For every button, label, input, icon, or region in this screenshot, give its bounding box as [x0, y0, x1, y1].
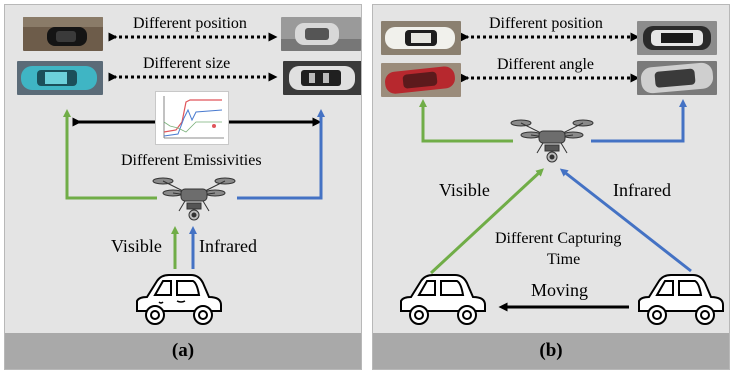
capture-time-label-line1: Different Capturing — [495, 230, 622, 247]
moving-label: Moving — [531, 280, 589, 300]
panel-b-footer: (b) — [373, 333, 729, 369]
position-label: Different position — [489, 15, 603, 32]
infrared-image-size — [283, 61, 361, 95]
visible-image-position — [23, 17, 103, 51]
visible-path-arrow — [419, 99, 513, 143]
visible-image-angle — [381, 63, 461, 97]
visible-image-size — [17, 61, 103, 95]
size-label: Different size — [143, 55, 231, 72]
infrared-path-arrow — [591, 99, 687, 143]
panel-a-caption: (a) — [171, 340, 195, 361]
capture-time-label-line2: Time — [547, 251, 581, 268]
car-icon-right — [638, 274, 724, 325]
panel-b: Different position Different angle Visib… — [372, 4, 730, 370]
drone-icon — [152, 177, 236, 221]
infrared-label: Infrared — [199, 236, 257, 256]
angle-label: Different angle — [497, 56, 594, 73]
drone-icon — [510, 119, 594, 163]
car-icon-left — [400, 274, 486, 325]
visible-label: Visible — [439, 180, 490, 200]
panel-a-footer: (a) — [5, 333, 361, 369]
infrared-image-position — [637, 21, 717, 55]
infrared-label: Infrared — [613, 180, 671, 200]
panel-a: Different position Different size Differ… — [4, 4, 362, 370]
panel-b-caption: (b) — [539, 340, 563, 361]
emissivity-label: Different Emissivities — [121, 152, 262, 169]
visible-image-position — [381, 21, 461, 55]
visible-label: Visible — [111, 236, 162, 256]
infrared-image-angle — [637, 61, 717, 95]
emissivity-chart-icon — [155, 91, 229, 145]
infrared-image-position — [281, 17, 361, 51]
car-icon — [136, 274, 222, 325]
position-label: Different position — [133, 15, 247, 32]
